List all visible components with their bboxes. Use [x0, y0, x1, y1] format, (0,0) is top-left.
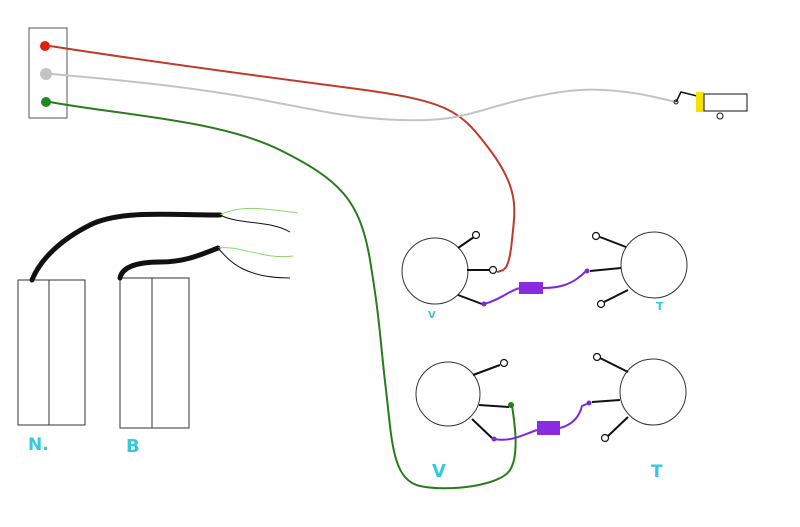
- bridge-pickup-lead: [117, 245, 221, 281]
- neck-lead-wires: [219, 207, 299, 233]
- label-tone-2: T: [651, 462, 663, 482]
- neck-pickup-lead: [29, 211, 223, 283]
- pot-volume-1: [401, 230, 498, 307]
- label-volume-1: V: [428, 310, 436, 321]
- terminal-gray: [40, 68, 52, 80]
- label-volume-2: V: [432, 461, 446, 482]
- bridge-lead-wires: [217, 247, 294, 279]
- terminal-green: [41, 97, 51, 107]
- capacitor-1: [483, 270, 588, 305]
- pickup-neck: [17, 279, 86, 426]
- jack-lead: [675, 91, 698, 103]
- green-wire: [49, 101, 517, 490]
- terminal-red: [40, 41, 50, 51]
- pot-tone-1: [584, 231, 688, 309]
- label-neck: N.: [28, 435, 49, 455]
- pot-tone-2: [586, 352, 687, 443]
- switch-terminal-box: [28, 27, 68, 119]
- gray-wire: [51, 73, 677, 122]
- jack-tip: [696, 92, 704, 112]
- output-jack: [673, 91, 748, 120]
- pickup-bridge: [119, 277, 190, 429]
- label-tone-1: T: [656, 300, 664, 313]
- pot-volume-2: [415, 358, 514, 442]
- label-bridge: B: [126, 436, 140, 457]
- capacitor-2: [493, 402, 590, 441]
- jack-body: [703, 93, 748, 112]
